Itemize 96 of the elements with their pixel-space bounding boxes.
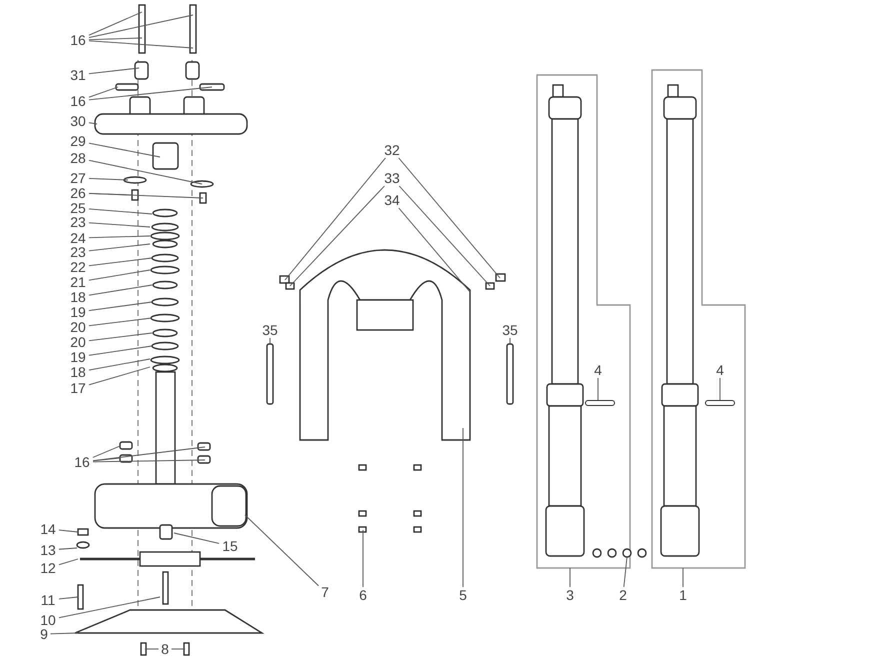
callout-number: 35 xyxy=(502,322,518,338)
leader-line xyxy=(398,208,470,292)
callout-number: 19 xyxy=(70,349,86,365)
leader-line xyxy=(682,568,684,588)
callout-number: 30 xyxy=(70,113,86,129)
callout-number: 23 xyxy=(70,214,86,230)
leader-line xyxy=(362,530,364,588)
callout-number: 20 xyxy=(70,319,86,335)
callout-number: 32 xyxy=(384,142,400,158)
callout-number: 31 xyxy=(70,67,86,83)
callout-number: 16 xyxy=(70,93,86,109)
callout-number: 3 xyxy=(566,587,574,603)
leader-line xyxy=(92,460,206,462)
leader-line xyxy=(88,318,152,326)
leader-line xyxy=(88,284,152,296)
callout-number: 20 xyxy=(70,334,86,350)
leader-line xyxy=(284,158,386,280)
leader-line xyxy=(88,208,152,214)
callout-number: 34 xyxy=(384,192,400,208)
callout-number: 10 xyxy=(40,612,56,628)
leader-line xyxy=(88,366,150,386)
callout-number: 1 xyxy=(679,587,687,603)
callout-number: 18 xyxy=(70,289,86,305)
leader-line xyxy=(88,193,204,198)
leader-line xyxy=(88,68,140,74)
part-outline xyxy=(652,70,745,568)
leader-line xyxy=(244,514,319,586)
leader-line xyxy=(171,648,186,650)
leader-line xyxy=(88,14,194,38)
leader-line xyxy=(88,40,194,48)
callout-number: 28 xyxy=(70,150,86,166)
callout-number: 18 xyxy=(70,364,86,380)
part-outline xyxy=(537,75,630,568)
callout-number: 24 xyxy=(70,230,86,246)
callout-number: 15 xyxy=(222,538,238,554)
callout-number: 16 xyxy=(74,454,90,470)
leader-line xyxy=(88,38,142,40)
callout-number: 23 xyxy=(70,244,86,260)
leader-line xyxy=(88,332,152,342)
seal-ring xyxy=(585,400,615,406)
callout-number: 29 xyxy=(70,133,86,149)
leader-line xyxy=(58,530,78,532)
leader-line xyxy=(58,596,78,600)
leader-line xyxy=(88,222,150,228)
callout-number: 4 xyxy=(716,362,724,378)
leader-line xyxy=(88,142,160,158)
callout-number: 21 xyxy=(70,274,86,290)
leader-line xyxy=(88,122,98,124)
leader-line xyxy=(623,556,628,588)
leader-line xyxy=(92,446,120,458)
seal-ring xyxy=(705,400,735,406)
leader-line xyxy=(144,648,159,650)
o-rings-drawing xyxy=(592,548,647,558)
callout-number: 17 xyxy=(70,380,86,396)
leader-line xyxy=(88,160,202,184)
callout-number: 11 xyxy=(40,592,56,608)
callout-number: 4 xyxy=(594,362,602,378)
leader-line xyxy=(88,12,142,36)
leader-line xyxy=(88,270,150,281)
callout-number: 22 xyxy=(70,259,86,275)
callout-number: 27 xyxy=(70,170,86,186)
leader-line xyxy=(50,632,78,634)
callout-number: 5 xyxy=(459,587,467,603)
callout-number: 16 xyxy=(70,32,86,48)
leader-line xyxy=(398,158,500,278)
leader-line xyxy=(174,532,220,544)
leader-line xyxy=(58,596,160,618)
callout-number: 6 xyxy=(359,587,367,603)
leader-line xyxy=(88,258,152,266)
leader-line xyxy=(58,558,78,566)
callout-number: 12 xyxy=(40,560,56,576)
leader-line xyxy=(88,244,150,252)
callout-number: 35 xyxy=(262,322,278,338)
callout-number: 9 xyxy=(40,626,48,642)
callout-number: 2 xyxy=(619,587,627,603)
leader-line xyxy=(290,186,385,286)
callout-number: 19 xyxy=(70,304,86,320)
leader-line xyxy=(92,458,120,462)
leader-line xyxy=(88,302,152,311)
callout-number: 25 xyxy=(70,200,86,216)
callout-number: 26 xyxy=(70,185,86,201)
leader-line xyxy=(398,186,490,286)
leader-line xyxy=(88,236,150,238)
leader-line xyxy=(88,346,152,356)
callout-number: 7 xyxy=(321,584,329,600)
leader-line xyxy=(88,86,118,98)
callout-number: 33 xyxy=(384,170,400,186)
callout-number: 14 xyxy=(40,521,56,537)
leader-line xyxy=(88,86,212,100)
leader-line xyxy=(462,428,464,588)
callout-number: 13 xyxy=(40,542,56,558)
leader-line xyxy=(88,178,128,180)
leader-line xyxy=(88,358,150,370)
leader-line xyxy=(58,548,78,550)
leader-line xyxy=(92,446,206,462)
callout-number: 8 xyxy=(161,641,169,657)
